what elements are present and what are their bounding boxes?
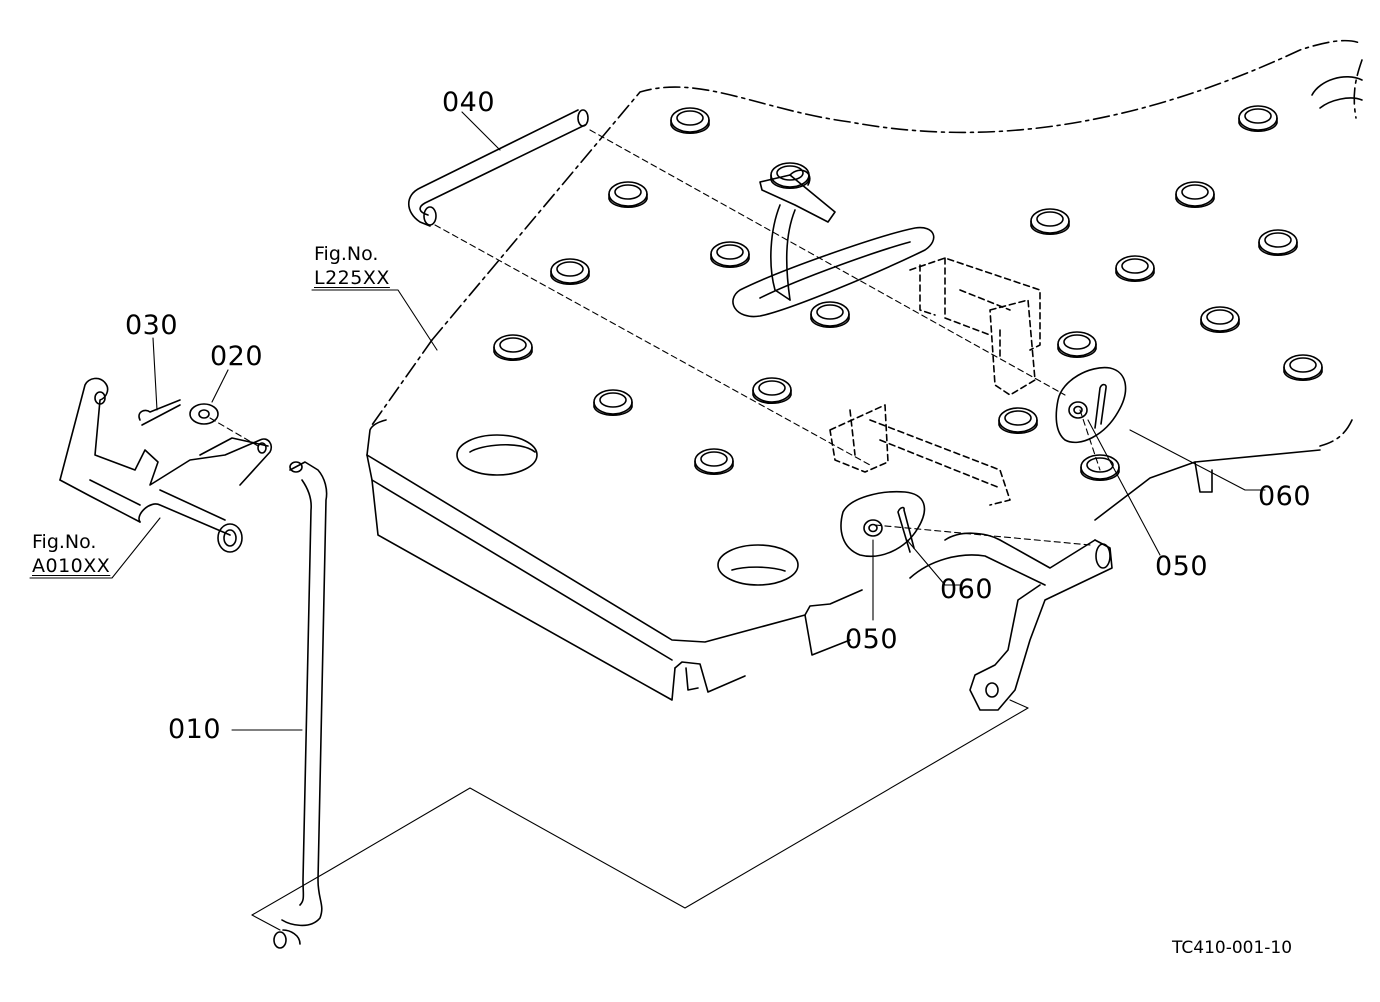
- label-060-left[interactable]: 060: [940, 574, 994, 605]
- hidden-brackets: [829, 257, 1041, 506]
- alignment-lines: [209, 129, 1101, 546]
- figure-reference-title: Fig.No.: [32, 531, 97, 553]
- grommet: [1283, 354, 1323, 382]
- grommet: [1080, 454, 1120, 482]
- grommet: [1115, 255, 1155, 283]
- figure-reference-title: Fig.No.: [314, 243, 379, 265]
- cover-plate-left: [840, 490, 926, 557]
- shaft-lever-assembly: [59, 377, 273, 553]
- pedal-linkage-arm: [909, 532, 1113, 711]
- figure-reference-code: L225XX: [314, 266, 390, 289]
- grommet: [1057, 331, 1097, 359]
- label-050-right[interactable]: 050: [1155, 551, 1209, 582]
- rod-010: [273, 461, 328, 949]
- assembly-lines: [29, 111, 1266, 931]
- brake-pedal: [759, 169, 836, 301]
- grommet: [1258, 229, 1298, 257]
- figure-reference-code: A010XX: [32, 554, 111, 577]
- cotter-pin-030: [138, 399, 181, 426]
- label-040[interactable]: 040: [442, 87, 496, 118]
- grommet: [694, 448, 734, 476]
- grommets: [493, 105, 1323, 482]
- washer-020: [189, 403, 219, 425]
- grommet: [593, 389, 633, 417]
- floor-plate: [366, 39, 1363, 701]
- grommet: [1175, 181, 1215, 209]
- figure-reference-a010xx[interactable]: Fig.No. A010XX: [32, 531, 110, 579]
- grommet: [810, 301, 850, 329]
- grommet: [670, 107, 710, 135]
- grommet: [550, 258, 590, 286]
- label-010[interactable]: 010: [168, 714, 222, 745]
- label-060-right[interactable]: 060: [1258, 481, 1312, 512]
- grommet: [493, 334, 533, 362]
- grommet: [608, 181, 648, 209]
- drawing-number: TC410-001-10: [1172, 938, 1293, 958]
- figure-reference-l225xx[interactable]: Fig.No. L225XX: [314, 243, 390, 291]
- grommet: [998, 407, 1038, 435]
- grommet: [1238, 105, 1278, 133]
- label-050-left[interactable]: 050: [845, 624, 899, 655]
- grommet: [1200, 306, 1240, 334]
- rod-040: [407, 109, 589, 227]
- grommet: [710, 241, 750, 269]
- grommet: [752, 377, 792, 405]
- label-020[interactable]: 020: [210, 341, 264, 372]
- label-030[interactable]: 030: [125, 310, 179, 341]
- cover-plate-right: [1055, 366, 1127, 444]
- grommet: [1030, 208, 1070, 236]
